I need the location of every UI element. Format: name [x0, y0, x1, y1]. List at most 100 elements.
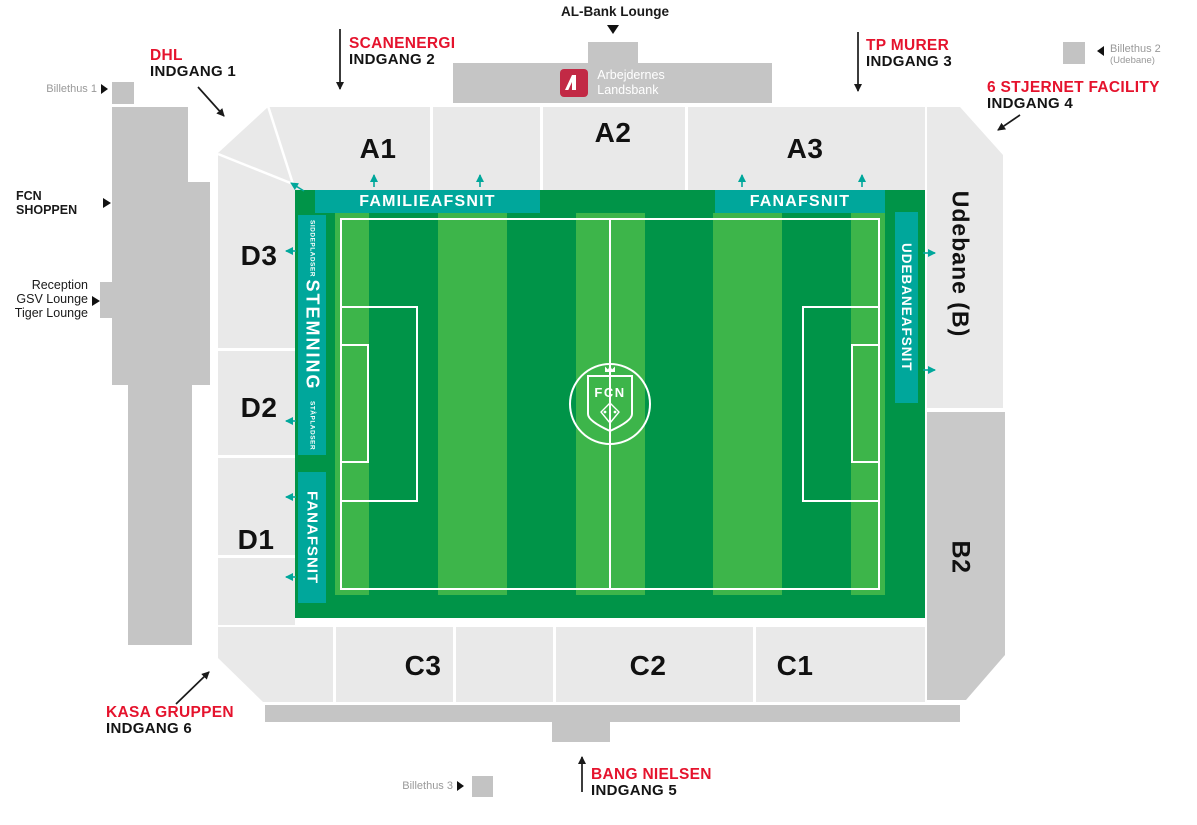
divider: [453, 627, 456, 702]
entrance-2-sponsor: SCANENERGI: [349, 35, 456, 52]
stand-label-d3: D3: [240, 240, 278, 271]
divider: [218, 455, 295, 458]
south-walkway: [265, 705, 960, 722]
entrance-6-arrow: [175, 671, 210, 705]
entrance-4-gate: INDGANG 4: [987, 95, 1074, 113]
divider: [553, 627, 556, 702]
ticket-office-2-sub: (Udebane): [1110, 54, 1155, 66]
bank-name-line2: Landsbank: [597, 83, 659, 97]
pitch-stripe: [438, 213, 507, 595]
pointer-right-icon: [92, 296, 100, 306]
divider: [218, 348, 295, 351]
west-building-top: [112, 107, 188, 182]
stand-section-udebane: [927, 107, 1003, 408]
zone-fanafsnit-west-label: FANAFSNIT: [303, 490, 321, 585]
entrance-2: SCANENERGI INDGANG 2: [349, 35, 455, 69]
entrance-1-sponsor: DHL: [150, 47, 183, 64]
ticket-office-2-building: [1063, 42, 1085, 64]
entrance-3-gate: INDGANG 3: [866, 53, 953, 71]
zone-staapladser-label: STÅPLADSER: [308, 400, 316, 450]
entrance-3: TP MURER INDGANG 3: [866, 37, 952, 71]
zone-udebaneafsnit: UDEBANEAFSNIT: [895, 212, 918, 403]
bank-name: Arbejdernes Landsbank: [597, 68, 664, 98]
ticket-office-2: Billethus 2 (Udebane): [1097, 43, 1161, 67]
fcn-crest: FCN: [587, 365, 633, 433]
ticket-office-3-label: Billethus 3: [402, 780, 453, 792]
divider: [218, 555, 295, 558]
bank-building: Arbejdernes Landsbank: [453, 63, 772, 103]
zone-fanafsnit-north-label: FANAFSNIT: [749, 192, 851, 210]
entrance-5-sponsor: BANG NIELSEN: [591, 766, 712, 783]
stand-label-d2: D2: [240, 392, 278, 423]
gsv-lounge-label: GSV Lounge: [16, 292, 88, 306]
west-building-low: [128, 385, 192, 645]
stand-label-c3: C3: [404, 650, 442, 681]
reception-lounges: Reception GSV Lounge Tiger Lounge: [8, 278, 88, 320]
stand-section-b2: [927, 412, 1005, 700]
reception-label: Reception: [31, 278, 88, 292]
al-bank-logo-glyph: [565, 75, 577, 90]
pointer-right-icon: [101, 84, 108, 94]
ticket-office-3: Billethus 3: [392, 780, 464, 792]
entrance-6: KASA GRUPPEN INDGANG 6: [106, 704, 234, 738]
zone-fanafsnit-west: FANAFSNIT: [298, 472, 326, 603]
ticket-office-1-building: [112, 82, 134, 104]
entrance-5-gate: INDGANG 5: [591, 782, 678, 800]
zone-stemning: SIDDEPLADSER STEMNING STÅPLADSER: [298, 215, 326, 455]
west-building-mid: [112, 182, 210, 385]
entrance-5: BANG NIELSEN INDGANG 5: [591, 766, 712, 800]
pointer-left-icon: [1097, 46, 1104, 56]
fcn-shop: FCN SHOPPEN: [16, 189, 111, 217]
divider: [333, 627, 336, 702]
fcn-shop-label: FCN SHOPPEN: [16, 189, 78, 217]
zone-stemning-label: STEMNING: [302, 279, 323, 391]
ticket-office-1-label: Billethus 1: [46, 83, 97, 95]
ticket-office-3-building: [472, 776, 493, 797]
zone-siddepladser-label: SIDDEPLADSER: [308, 220, 316, 277]
stand-label-d1: D1: [237, 524, 275, 555]
stand-label-a3: A3: [786, 133, 824, 164]
entrance-3-sponsor: TP MURER: [866, 37, 950, 54]
lounge-label: AL-Bank Lounge: [561, 4, 669, 19]
south-walkway-entry: [552, 722, 610, 742]
zone-familieafsnit-label: FAMILIEAFSNIT: [359, 192, 496, 210]
zone-familieafsnit: FAMILIEAFSNIT: [315, 190, 540, 213]
pointer-down-icon: [607, 25, 619, 34]
lounge-building-bump: [588, 42, 638, 63]
zone-arrows: [285, 174, 936, 581]
stand-label-a1: A1: [359, 133, 397, 164]
stand-label-a2: A2: [594, 117, 632, 148]
divider: [753, 627, 756, 702]
corner-wedge-lines: [217, 105, 295, 186]
crest-lion-icon: [600, 402, 620, 425]
ticket-office-2-label: Billethus 2: [1110, 43, 1161, 55]
pitch-markings: [340, 218, 880, 590]
pointer-right-icon: [457, 781, 464, 791]
zone-udebaneafsnit-label: UDEBANEAFSNIT: [899, 243, 914, 372]
reception-entry-tab: [100, 282, 112, 318]
entrance-1: DHL INDGANG 1: [150, 47, 236, 81]
stand-column-west: [218, 155, 295, 625]
crest-crown-icon: [605, 365, 615, 372]
entrance-arrows: [175, 29, 1021, 792]
entrance-6-gate: INDGANG 6: [106, 720, 193, 738]
stand-label-c2: C2: [629, 650, 667, 681]
al-bank-logo: [560, 69, 589, 97]
stand-label-b2: B2: [946, 540, 975, 574]
stand-row-north: [218, 107, 925, 190]
stand-label-c1: C1: [776, 650, 814, 681]
crest-text: FCN: [594, 385, 625, 400]
divider: [685, 107, 688, 190]
entrance-6-sponsor: KASA GRUPPEN: [106, 704, 234, 721]
entrance-4-arrow: [997, 114, 1021, 131]
entrance-4-sponsor: 6 STJERNET FACILITY: [987, 79, 1160, 96]
entrance-2-gate: INDGANG 2: [349, 51, 436, 69]
tiger-lounge-label: Tiger Lounge: [14, 306, 88, 320]
divider: [430, 107, 433, 190]
entrance-1-gate: INDGANG 1: [150, 63, 237, 81]
bank-name-line1: Arbejdernes: [597, 68, 665, 82]
divider: [540, 107, 543, 190]
entrance-4: 6 STJERNET FACILITY INDGANG 4: [987, 79, 1160, 113]
